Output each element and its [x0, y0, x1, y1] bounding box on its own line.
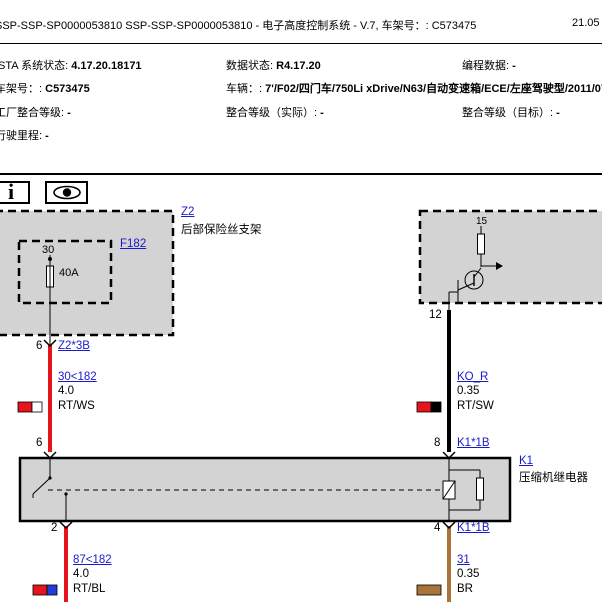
wire-30-182-color: RT/WS	[58, 400, 95, 412]
wire-30-182-size: 4.0	[58, 385, 74, 397]
k1-1b-top-link[interactable]: K1*1B	[457, 437, 490, 449]
wire-swatch-rt-bl	[32, 584, 58, 596]
factory-integration-level: 工厂整合等级: -	[0, 107, 71, 119]
vehicle: 车辆：: 7'/F02/四门车/750Li xDrive/N63/自动变速箱/E…	[226, 83, 602, 95]
wire-31-color: BR	[457, 583, 473, 595]
wire-87-182-link[interactable]: 87<182	[73, 554, 112, 566]
relay-pin-2: 2	[51, 522, 58, 534]
wire-ko-r-color: RT/SW	[457, 400, 494, 412]
k1-link[interactable]: K1	[519, 455, 534, 467]
wire-ko-r-link[interactable]: KO_R	[457, 371, 489, 383]
wire-swatch-rt-sw	[416, 401, 442, 413]
relay-pin-6: 6	[36, 437, 43, 449]
z2-3b-link[interactable]: Z2*3B	[58, 340, 90, 352]
wire-swatch-br	[416, 584, 442, 596]
data-status: 数据状态: R4.17.20	[226, 60, 321, 72]
pin-12: 12	[429, 309, 442, 321]
wire-31-link[interactable]: 31	[457, 554, 470, 566]
document-title: SSP-SSP-SP0000053810 SSP-SSP-SP000005381…	[0, 20, 477, 32]
k1-name: 压缩机继电器	[519, 472, 588, 484]
vin: 车架号：: C573475	[0, 83, 90, 95]
z2-link[interactable]: Z2	[181, 206, 195, 218]
header-divider	[0, 43, 602, 44]
fuse-rating: 40A	[59, 267, 79, 279]
f182-link[interactable]: F182	[120, 238, 147, 250]
f182-fuse-box	[17, 239, 113, 305]
fuse-pin-label: 30	[42, 244, 55, 256]
ista-status: ISTA 系统状态: 4.17.20.18171	[0, 60, 142, 72]
info-button[interactable]: i	[0, 179, 30, 204]
document-date: 21.05	[572, 17, 600, 29]
wire-87-182-color: RT/BL	[73, 583, 106, 595]
section-divider	[0, 173, 602, 175]
wire-swatch-rt-ws	[17, 401, 43, 413]
wire-87-182-size: 4.0	[73, 568, 89, 580]
relay-pin-8: 8	[434, 437, 441, 449]
eye-icon	[53, 185, 81, 200]
target-integration-level: 整合等级（目标）: -	[462, 107, 560, 119]
actual-integration-level: 整合等级（实际）: -	[226, 107, 324, 119]
control-unit-box	[418, 209, 602, 305]
transistor-pin-15: 15	[476, 216, 488, 227]
k1-1b-bottom-link[interactable]: K1*1B	[457, 522, 490, 534]
mileage: 行驶里程: -	[0, 130, 49, 142]
programming-data: 编程数据: -	[462, 60, 516, 72]
relay-pin-4: 4	[434, 522, 441, 534]
wire-ko-r-size: 0.35	[457, 385, 480, 397]
wire-30-182-link[interactable]: 30<182	[58, 371, 97, 383]
info-icon: i	[8, 179, 15, 204]
z2-fuse-holder-box	[0, 209, 175, 337]
pin-6-top: 6	[36, 340, 43, 352]
wire-31-size: 0.35	[457, 568, 480, 580]
z2-name: 后部保险丝支架	[181, 224, 262, 236]
view-button[interactable]	[45, 181, 88, 204]
